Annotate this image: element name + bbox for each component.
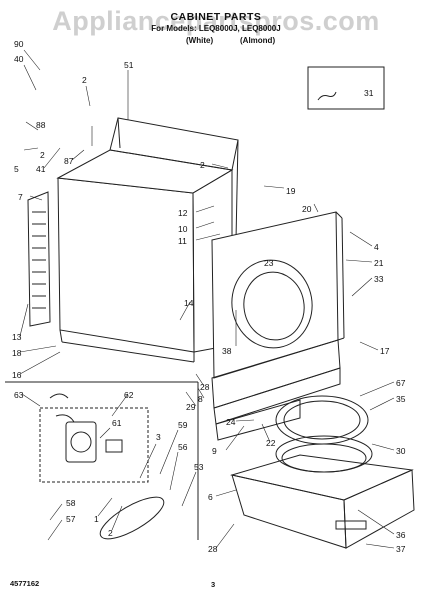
inset-box-31 xyxy=(307,66,385,110)
callout-31: 31 xyxy=(364,88,374,98)
callout-67: 67 xyxy=(396,378,406,388)
document-number: 4577162 xyxy=(10,579,40,588)
callout-57: 57 xyxy=(66,514,76,524)
callout-2d: 2 xyxy=(108,528,113,538)
callout-20: 20 xyxy=(302,204,312,214)
callout-14: 14 xyxy=(184,298,194,308)
callout-3: 3 xyxy=(156,432,161,442)
callout-24: 24 xyxy=(226,417,236,427)
callout-63: 63 xyxy=(14,390,24,400)
callout-12: 12 xyxy=(178,208,188,218)
foot-37 xyxy=(335,520,367,530)
callout-2: 2 xyxy=(82,75,87,85)
watermark-text: Appliancepartspros.com xyxy=(52,6,380,36)
callout-61: 61 xyxy=(112,418,122,428)
side-panel-7 xyxy=(27,191,51,327)
page-number: 3 xyxy=(211,580,216,589)
callout-35: 35 xyxy=(396,394,406,404)
callout-36: 36 xyxy=(396,530,406,540)
callout-38: 38 xyxy=(222,346,232,356)
callout-11: 11 xyxy=(178,236,187,246)
callout-18: 18 xyxy=(12,348,22,358)
model-numbers: For Models: LEQ8000J, LEQ8000J xyxy=(151,24,281,33)
callout-1: 1 xyxy=(94,514,99,524)
callout-88: 88 xyxy=(36,120,46,130)
callout-56: 56 xyxy=(178,442,188,452)
callout-5: 5 xyxy=(14,164,19,174)
callout-62: 62 xyxy=(124,390,134,400)
callout-labels: 90 40 2 51 88 5 41 87 2 31 7 2 19 20 12 … xyxy=(12,39,406,554)
callout-6: 6 xyxy=(208,492,213,502)
callout-29: 29 xyxy=(186,402,196,412)
front-panel-21 xyxy=(211,211,345,379)
motor-inset xyxy=(39,393,149,483)
callout-59: 59 xyxy=(178,420,188,430)
callout-8: 8 xyxy=(198,394,203,404)
callout-4: 4 xyxy=(374,242,379,252)
variant-white: (White) xyxy=(186,36,214,45)
callout-28: 28 xyxy=(200,382,210,392)
callout-21: 21 xyxy=(374,258,384,268)
base-assembly-36 xyxy=(230,395,415,549)
callout-30: 30 xyxy=(396,446,406,456)
callout-2c: 2 xyxy=(200,160,205,170)
callout-13: 13 xyxy=(12,332,22,342)
callout-87: 87 xyxy=(64,156,74,166)
callout-33: 33 xyxy=(374,274,384,284)
callout-23: 23 xyxy=(264,258,274,268)
callout-9: 9 xyxy=(212,446,217,456)
callout-7: 7 xyxy=(18,192,23,202)
callout-90: 90 xyxy=(14,39,24,49)
callout-16: 16 xyxy=(12,370,22,380)
callout-37: 37 xyxy=(396,544,406,554)
belt-1 xyxy=(99,496,165,540)
callout-28b: 28 xyxy=(208,544,218,554)
variant-almond: (Almond) xyxy=(240,36,276,45)
diagram-title: CABINET PARTS xyxy=(170,11,262,23)
callout-2b: 2 xyxy=(40,150,45,160)
callout-40: 40 xyxy=(14,54,24,64)
callout-58: 58 xyxy=(66,498,76,508)
callout-10: 10 xyxy=(178,224,188,234)
toe-kick-panel xyxy=(211,339,341,441)
cabinet-body xyxy=(56,117,239,363)
callout-22: 22 xyxy=(266,438,276,448)
callout-19: 19 xyxy=(286,186,296,196)
felt-35 xyxy=(275,395,369,445)
callout-17: 17 xyxy=(380,346,390,356)
clip-part-31 xyxy=(317,91,337,101)
callout-51: 51 xyxy=(124,60,134,70)
leader-lines xyxy=(19,49,395,549)
callout-41: 41 xyxy=(36,164,46,174)
callout-53: 53 xyxy=(194,462,204,472)
